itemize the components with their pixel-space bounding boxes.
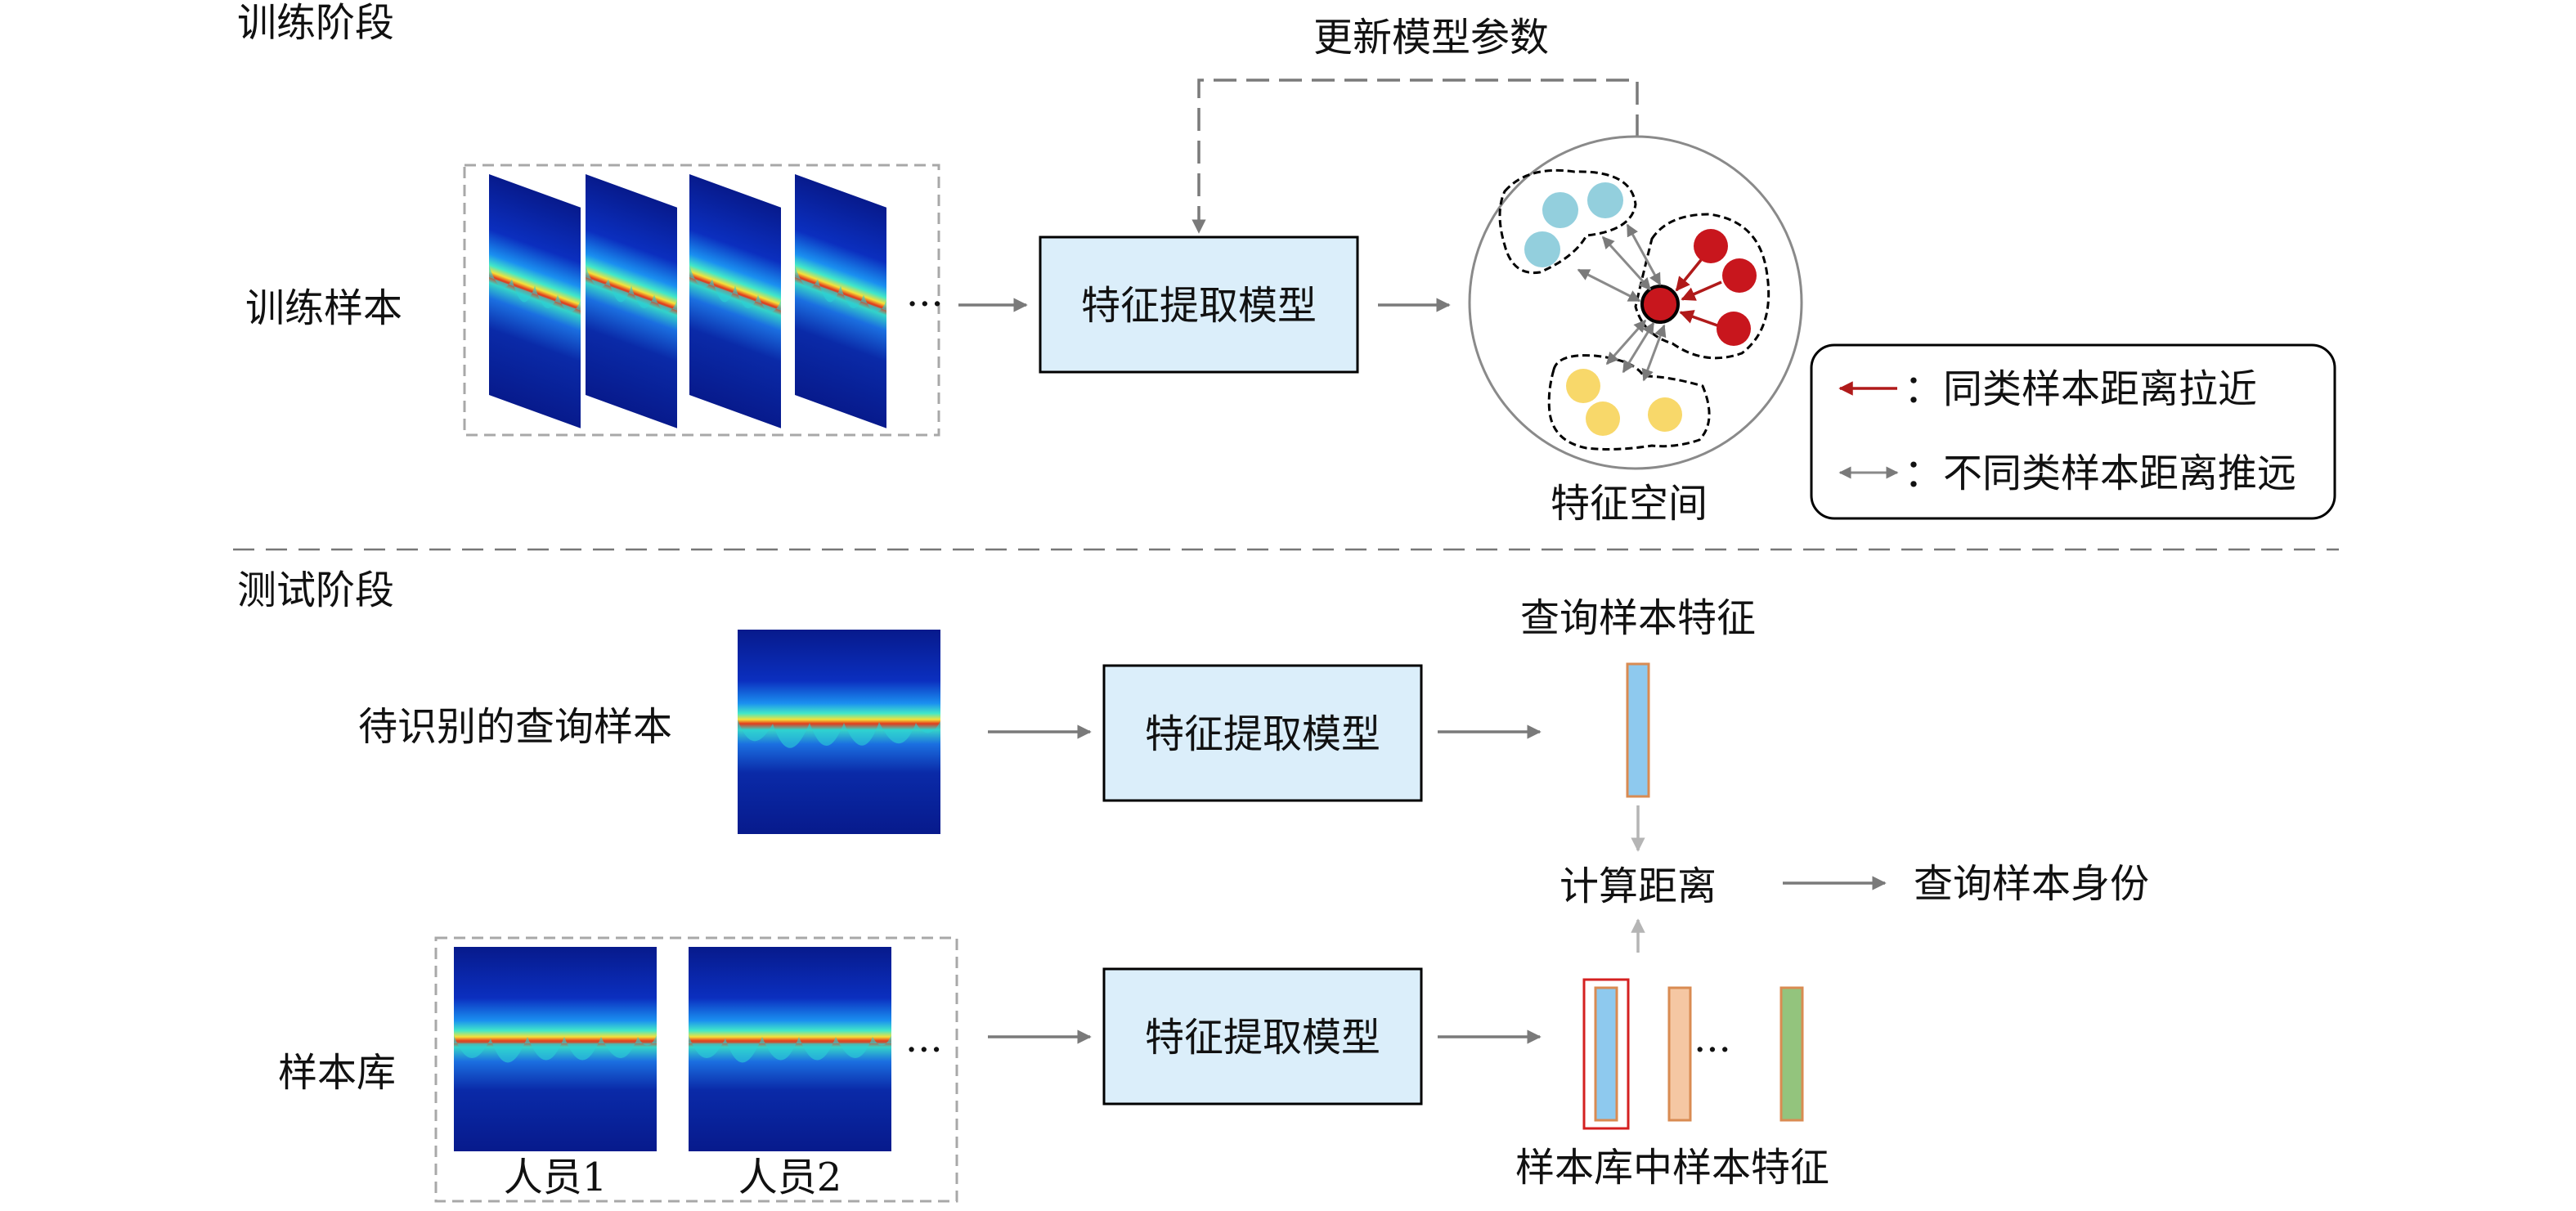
training-model-box [1039,235,1359,374]
feature-vector-icon [1626,662,1650,798]
feature-vector-icon [1594,986,1618,1122]
training-samples-frame [463,164,940,437]
query-identity-label: 查询样本身份 [1914,861,2149,907]
gallery-frame [434,936,958,1203]
test-model-box-1 [1102,664,1423,802]
training-model-label: 特征提取模型 [1081,283,1317,329]
gallery-ellipsis: ··· [905,1027,943,1073]
update-parameters-label: 更新模型参数 [1313,15,1549,61]
feature-vector-icon [1667,986,1692,1122]
person2-label: 人员2 [738,1155,842,1200]
feature-space-label: 特征空间 [1551,481,1708,527]
query-spectrogram-icon [738,630,940,834]
legend-box [1810,343,2336,520]
feature-vector-icon [1779,986,1804,1122]
gallery-feature-vectors [1582,978,1804,1130]
gallery-spectrogram-person2 [689,947,891,1151]
gallery-feature-label: 样本库中样本特征 [1515,1145,1829,1191]
test-model-label-1: 特征提取模型 [1145,711,1380,757]
test-model-box-2 [1102,967,1423,1106]
testing-stage-title: 测试阶段 [237,567,394,613]
legend-pull-text: ：同类样本距离拉近 [1904,366,2257,412]
legend-push-text: ：不同类样本距离推远 [1904,451,2296,496]
test-model-label-2: 特征提取模型 [1145,1015,1380,1061]
training-stage-title: 训练阶段 [237,0,394,46]
compute-distance-label: 计算距离 [1560,863,1717,909]
person1-label: 人员1 [504,1155,608,1200]
gallery-label: 样本库 [278,1050,396,1096]
training-ellipsis: ··· [906,281,944,327]
query-feature-label: 查询样本特征 [1520,595,1756,641]
cluster-circle-icon [1468,135,1803,470]
spectrogram-icon [489,174,886,428]
update-feedback-arrow [1192,78,1639,234]
feature-ellipsis: ··· [1694,1027,1731,1073]
query-sample-label: 待识别的查询样本 [358,704,672,750]
gallery-spectrogram-person1 [454,947,657,1151]
training-sample-label: 训练样本 [245,285,402,331]
highlighted-feature-frame [1582,978,1630,1130]
